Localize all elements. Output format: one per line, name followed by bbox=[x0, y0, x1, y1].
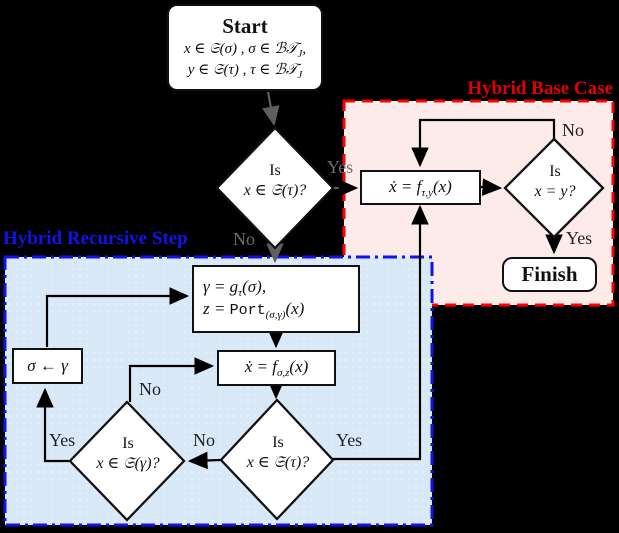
sigma-update-formula: σ ← γ bbox=[27, 356, 68, 375]
edge-taubottom-no-to-gammadecision bbox=[187, 451, 222, 470]
edge-label-top-no: No bbox=[233, 229, 255, 249]
edge-label-gamma-yes: Yes bbox=[49, 430, 76, 450]
start-node-title: Start bbox=[222, 14, 268, 38]
decision-gamma-diamond bbox=[68, 400, 186, 522]
edge-label-xy-yes: Yes bbox=[566, 228, 593, 248]
decision-xy-diamond bbox=[503, 137, 605, 239]
gamma-update-line2: z = Port(σ,γ)(x) bbox=[203, 299, 305, 321]
edge-label-tau-bottom-no: No bbox=[193, 430, 215, 450]
edge-gammadecision-yes-to-sigmaupdate bbox=[36, 387, 69, 463]
edge-label-top-yes: Yes bbox=[327, 157, 354, 177]
recursive-step-region-title: Hybrid Recursive Step bbox=[3, 228, 188, 249]
flow-sigma-z-formula: ẋ = fσ,z(x) bbox=[244, 357, 309, 379]
start-node: Start x ∈ 𝔖(σ) , σ ∈ ℬ𝒯J, y ∈ 𝔖(τ) , τ ∈… bbox=[167, 4, 323, 91]
decision-tau-bottom-text: Is x ∈ 𝔖(τ)? bbox=[246, 434, 310, 471]
finish-node: Finish bbox=[502, 257, 597, 292]
flow-tau-y-node: ẋ = fτ,y(x) bbox=[360, 170, 481, 205]
edge-gammadecision-no-to-flowsigmaz bbox=[128, 357, 215, 402]
edge-label-gamma-no: No bbox=[139, 379, 161, 399]
flow-tau-y-formula: ẋ = fτ,y(x) bbox=[389, 176, 452, 199]
edge-taubottom-yes-to-flowtauy bbox=[333, 204, 429, 461]
edge-xy-no-loop bbox=[411, 118, 556, 168]
gamma-update-node: γ = gτ(σ), z = Port(σ,γ)(x) bbox=[192, 265, 360, 333]
edge-label-tau-bottom-yes: Yes bbox=[336, 430, 363, 450]
decision-tau-bottom-diamond bbox=[219, 398, 335, 521]
finish-node-label: Finish bbox=[521, 262, 578, 286]
decision-top-diamond bbox=[215, 126, 335, 250]
decision-xy-text: Is x = y? bbox=[534, 163, 576, 200]
sigma-update-node: σ ← γ bbox=[12, 348, 83, 384]
decision-top-text: Is x ∈ 𝔖(τ)? bbox=[243, 162, 307, 199]
base-case-region-title: Hybrid Base Case bbox=[467, 78, 613, 99]
gamma-update-line1: γ = gτ(σ), bbox=[203, 277, 267, 299]
edge-start-to-top-decision bbox=[262, 91, 280, 127]
edge-flowtauy-to-xy bbox=[480, 178, 503, 196]
decision-gamma-text: Is x ∈ 𝔖(γ)? bbox=[96, 435, 160, 472]
flow-sigma-z-node: ẋ = fσ,z(x) bbox=[217, 350, 336, 386]
start-node-line1: x ∈ 𝔖(σ) , σ ∈ ℬ𝒯J, bbox=[183, 41, 307, 60]
edge-sigmaupdate-to-gammabox bbox=[45, 287, 190, 347]
edge-label-xy-no: No bbox=[562, 120, 584, 140]
start-node-line2: y ∈ 𝔖(τ) , τ ∈ ℬ𝒯J bbox=[187, 62, 303, 81]
